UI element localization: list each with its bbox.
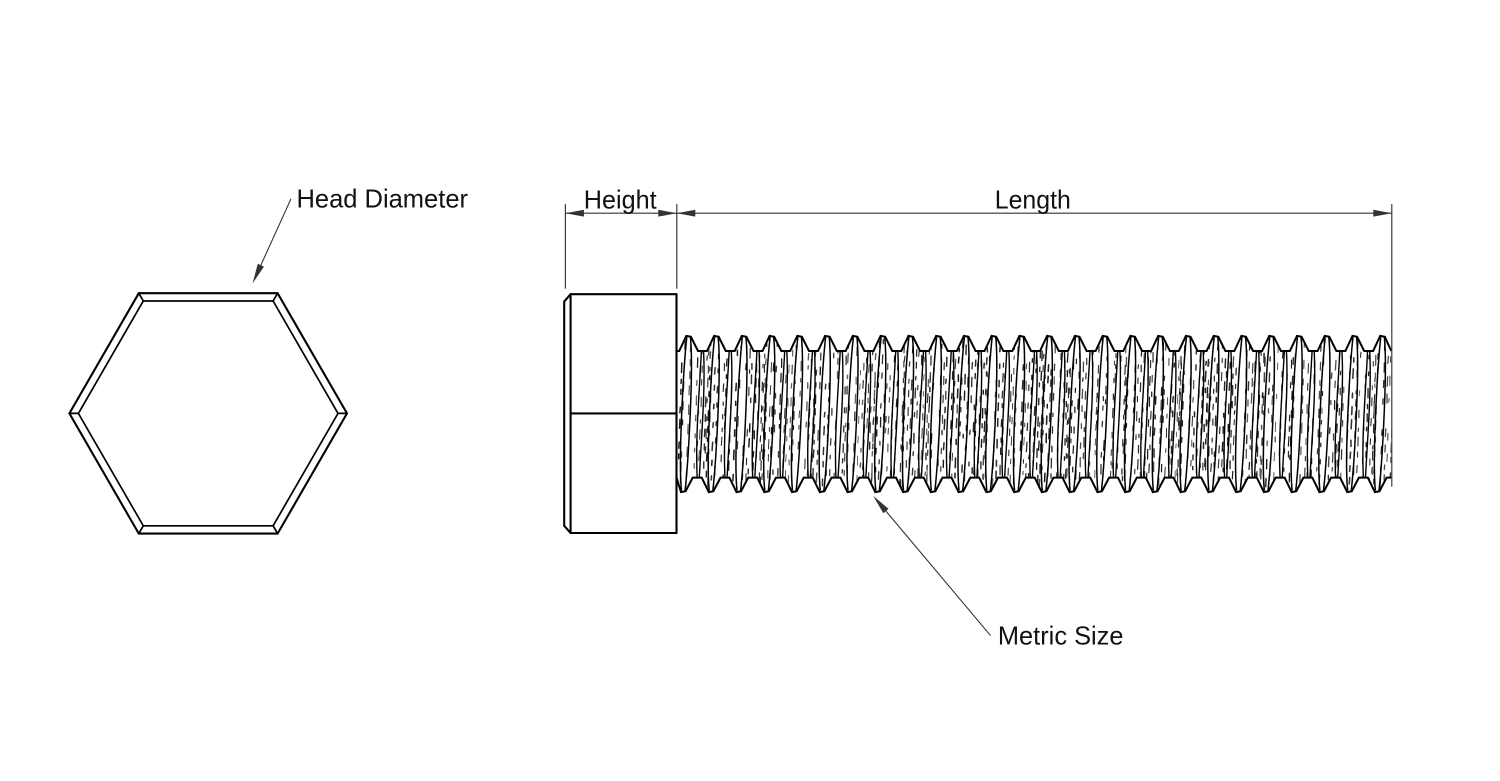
hex-inner-outline [77, 300, 339, 527]
height-label: Height [584, 187, 657, 215]
thread-crests [679, 337, 1387, 491]
hex-outer-outline [68, 292, 349, 535]
hex-head-top-view [68, 292, 349, 535]
bolt-side-view [563, 293, 1393, 535]
bolt-head-side [563, 293, 678, 535]
height-dimension [564, 203, 678, 289]
length-label: Length [995, 186, 1071, 214]
head-diameter-label: Head Diameter [297, 186, 469, 214]
dimension-annotations [252, 198, 1393, 636]
dimension-arrowhead [676, 209, 696, 217]
metric-size-leader-line [876, 499, 991, 636]
dimension-arrowhead [565, 209, 584, 217]
length-dimension [676, 203, 1393, 487]
threaded-shaft [675, 334, 1393, 494]
metric-size-label: Metric Size [998, 623, 1124, 651]
metric-size-leader [873, 495, 991, 636]
head-diameter-leader-line [254, 198, 292, 279]
thread-back-crests [695, 351, 1371, 477]
head-diameter-leader [252, 198, 292, 284]
dimension-arrowhead [1373, 209, 1392, 217]
hex-corner-chamfer-lines [68, 292, 348, 535]
dimension-arrowhead [658, 209, 677, 217]
dimension-arrowhead [252, 263, 264, 284]
dimension-arrowhead [873, 495, 889, 514]
